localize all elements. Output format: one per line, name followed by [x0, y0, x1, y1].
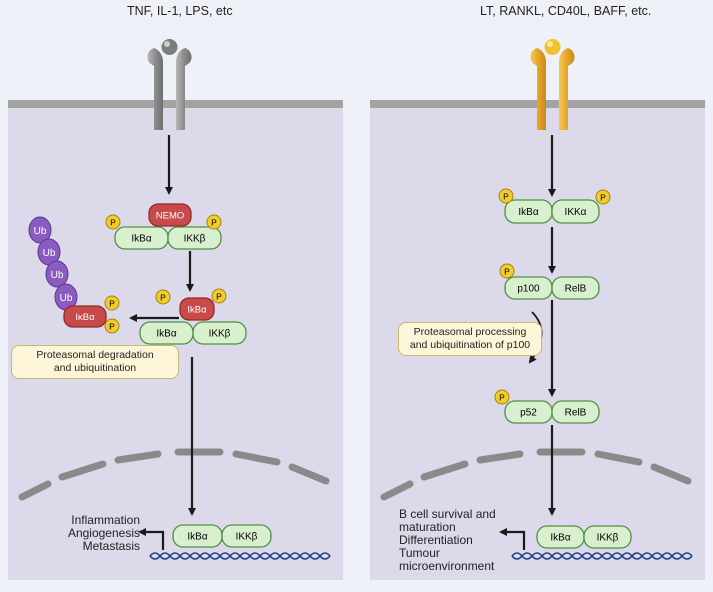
outcome-differentiation: Differentiation: [399, 533, 473, 547]
left-outcome-arrow: [138, 528, 165, 550]
left-nuclear-envelope: [18, 448, 330, 501]
outcome-maturation: maturation: [399, 520, 456, 534]
phospho-badge: [498, 188, 514, 204]
p100-label: p100: [517, 284, 540, 295]
phospho-badge: [155, 289, 171, 305]
outcome-inflammation: Inflammation: [71, 513, 140, 527]
ikba-label-nuclear: IkBα: [187, 532, 207, 543]
p52-label: p52: [520, 408, 537, 419]
ikka-label-r: IKKα: [565, 207, 587, 218]
left-receptor: [147, 39, 192, 130]
ikba-label-nuclear-r: IkBα: [550, 533, 570, 544]
phospho-badge: [206, 214, 222, 230]
ikba-label-2: IkBα: [156, 329, 176, 340]
nemo-label: NEMO: [156, 211, 185, 222]
left-ligands-label: TNF, IL-1, LPS, etc: [127, 4, 233, 18]
outcome-microenvironment: microenvironment: [399, 559, 495, 573]
ikkb-label-nuclear: IKKβ: [236, 532, 258, 543]
ikkb-node-nuclear: [221, 524, 272, 548]
ikba-red-label: IkBα: [187, 305, 207, 316]
left-callout-line2: and ubiquitination: [53, 362, 137, 374]
right-dna: [511, 552, 693, 560]
right-outcomes: B cell survival and maturation Different…: [399, 508, 496, 573]
ikkb-label-2: IKKβ: [209, 329, 231, 340]
phospho-badge: [595, 189, 611, 205]
left-callout: Proteasomal degradation and ubiquitinati…: [11, 345, 179, 379]
phospho-label: P: [216, 292, 222, 302]
relb-label-1: RelB: [565, 284, 587, 295]
left-membrane: [8, 100, 343, 108]
phospho-label: P: [109, 299, 115, 309]
outcome-angiogenesis: Angiogenesis: [67, 526, 140, 540]
ikkb-node-1: [167, 226, 222, 250]
ikba-red-node: [179, 297, 215, 321]
right-callout-line2: and ubiquitination of p100: [409, 339, 531, 351]
nemo-node: [148, 203, 192, 227]
ub-node: [28, 216, 52, 244]
phospho-label: P: [160, 293, 166, 303]
ikkb-label-nuclear-r: IKKβ: [597, 533, 619, 544]
phospho-badge: [494, 389, 510, 405]
ikkb-node-2: [192, 321, 247, 345]
right-outcome-arrow: [499, 528, 526, 550]
ubiquitin-chain: Ub Ub Ub Ub: [28, 216, 78, 311]
ikba-degraded-label: IκBα: [75, 312, 95, 323]
left-ligand-sphere: [161, 39, 178, 55]
outcome-metastasis: Metastasis: [82, 539, 140, 553]
phospho-badge: [105, 214, 121, 230]
phospho-badge: [499, 263, 515, 279]
phospho-label: P: [499, 393, 505, 403]
ub-label: Ub: [43, 248, 56, 259]
right-panel: IkBα IKKα P P p100 RelB P p52 RelB P IkB…: [370, 39, 705, 580]
right-callout: Proteasomal processing and ubiquitinatio…: [398, 322, 542, 356]
left-dna: [149, 552, 331, 560]
ub-node: [45, 260, 69, 288]
phospho-badge: [211, 288, 227, 304]
phospho-label: P: [503, 192, 509, 202]
phospho-badge: [104, 295, 120, 311]
ub-label: Ub: [34, 226, 47, 237]
phospho-label: P: [109, 322, 115, 332]
left-panel: NEMO IkBα IKKβ P P IkBα IkBα IKKβ P P Ub…: [8, 39, 343, 580]
ub-label: Ub: [51, 270, 64, 281]
relb-node-2: [551, 400, 600, 424]
ikba-degraded-node: [63, 305, 107, 328]
right-receptor: [530, 39, 575, 130]
outcome-tumour: Tumour: [399, 546, 440, 560]
ikba-label-1: IkBα: [131, 234, 151, 245]
right-ligands-label: LT, RANKL, CD40L, BAFF, etc.: [480, 4, 652, 18]
phospho-label: P: [504, 267, 510, 277]
left-callout-line1: Proteasomal degradation: [36, 349, 154, 361]
ikkb-node-nuclear-r: [583, 525, 632, 549]
ikba-label-r: IkBα: [518, 207, 538, 218]
phospho-label: P: [211, 218, 217, 228]
ikkb-label-1: IKKβ: [184, 234, 206, 245]
ikka-node-r: [551, 199, 600, 224]
right-callout-line1: Proteasomal processing: [413, 326, 527, 338]
ub-label: Ub: [60, 293, 73, 304]
outcome-b-cell-survival: B cell survival and: [399, 507, 496, 521]
phospho-badge: [104, 318, 120, 334]
relb-node-1: [551, 276, 600, 300]
relb-label-2: RelB: [565, 408, 587, 419]
right-nuclear-envelope: [380, 448, 692, 501]
phospho-label: P: [110, 218, 116, 228]
right-ligand-sphere: [544, 39, 561, 55]
phospho-label: P: [600, 193, 606, 203]
left-outcomes: Inflammation Angiogenesis Metastasis: [54, 514, 140, 553]
